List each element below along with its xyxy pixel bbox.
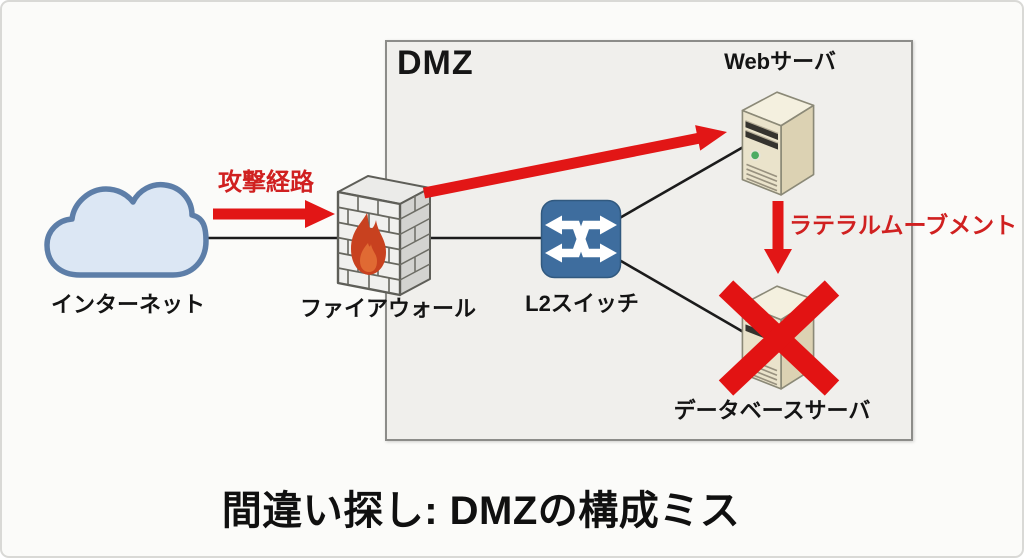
switch-arrowhead-right-bottom [600,243,617,263]
l2-switch-icon [540,199,622,279]
attack-path-label: 攻撃経路 [218,169,314,196]
cloud-shape [44,181,209,278]
dmz-zone-box: DMZ [385,40,913,441]
l2-switch-label: L2スイッチ [525,291,639,316]
page-title: 間違い探し: DMZの構成ミス [221,489,741,533]
intrusion-arrow-shaft [422,132,702,199]
web-server-icon [741,91,815,196]
switch-arrowhead-left-bottom [545,243,562,263]
db-server-label: データベースサーバ [673,398,871,423]
server-vents [746,163,778,192]
internet-label: インターネット [50,292,205,317]
firewall-side-bricks [399,196,431,281]
server-drive-bay-2 [745,130,778,150]
switch-arrow-shaft-2 [560,220,602,258]
attack-arrowhead [305,200,335,228]
x-stroke-2 [718,280,840,396]
web-server-label: Webサーバ [724,49,836,74]
server-led [749,149,761,161]
lateral-arrowhead [764,249,792,274]
blocked-x-icon [718,280,840,396]
intrusion-arrowhead [695,125,727,151]
flame-icon [351,213,386,275]
internet-cloud-icon [44,181,209,278]
server-drive-bay-1 [745,120,778,140]
server-bay-highlight-1 [745,120,779,134]
firewall-icon [336,175,431,297]
flame-inner [360,243,377,272]
switch-arrowhead-left-top [545,215,562,235]
server-bay-highlight-2 [745,129,779,144]
lateral-movement-label: ラテラルムーブメント [789,212,1018,238]
firewall-label: ファイアウォール [299,296,476,321]
switch-arrowhead-right-top [600,215,617,235]
dmz-zone-label: DMZ [397,44,474,82]
